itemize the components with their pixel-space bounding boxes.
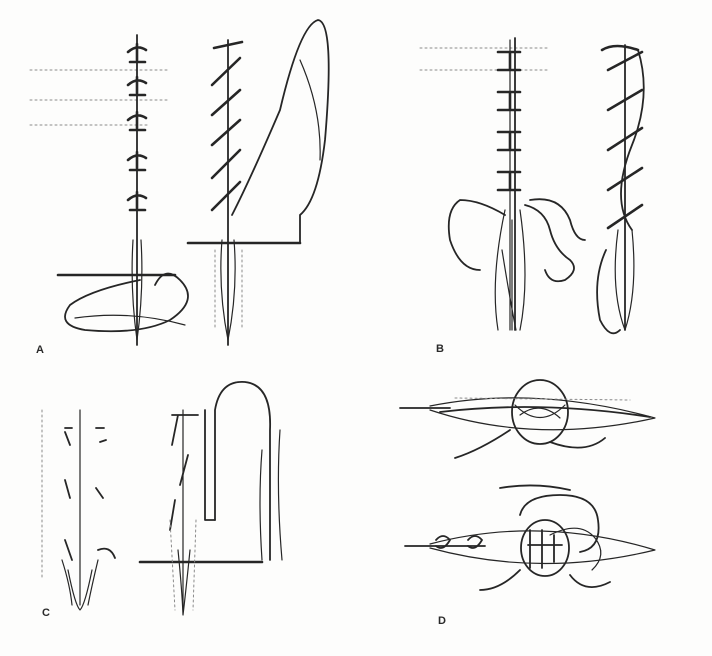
panel-d-illustration (370, 370, 712, 656)
panel-a-thread-loop (65, 274, 188, 332)
panel-a-long-loop (232, 20, 329, 243)
panel-b: B (370, 0, 712, 370)
running-stitch (212, 150, 240, 178)
panel-b-illustration (370, 0, 712, 370)
panel-c: C (0, 370, 340, 656)
suture-stitch (128, 112, 146, 130)
panel-a-background-marks (30, 70, 170, 125)
panel-c-buried-stitch (170, 415, 198, 530)
panel-a: A (0, 0, 340, 370)
panel-d: D (370, 370, 712, 656)
panel-b-thread-strand (530, 199, 585, 240)
running-stitch (212, 58, 240, 85)
suture-stitch (128, 77, 146, 95)
mattress-stitch (498, 52, 520, 70)
panel-d-upper-suture-loop (512, 380, 568, 444)
suture-stitch (128, 192, 146, 210)
panel-c-suture-track (205, 410, 215, 520)
subcuticular-stitch-right (96, 428, 115, 558)
running-stitch (212, 90, 240, 115)
panel-d-lower-inner-loop (521, 520, 569, 576)
panel-d-lower-thread-tails (480, 570, 610, 590)
panel-d-upper-thread-tails (455, 430, 605, 458)
mattress-stitch (498, 172, 520, 190)
panel-a-illustration (0, 0, 340, 370)
panel-label-b: B (436, 343, 444, 355)
panel-d-lower-top-strand (500, 485, 570, 490)
panel-a-loop-inner (300, 60, 320, 160)
panel-c-loop-strands (260, 430, 282, 560)
panel-c-illustration (0, 370, 340, 656)
suture-stitch (128, 152, 146, 170)
panel-c-long-loop (215, 382, 270, 560)
mattress-stitch (498, 92, 520, 110)
locked-stitch (602, 46, 642, 70)
panel-b-thread-loop-mid (525, 205, 574, 281)
panel-d-lower-cross-stitches (528, 530, 562, 568)
suture-stitch (128, 44, 146, 62)
running-stitch (212, 120, 240, 145)
panel-c-wound-taper-right (178, 550, 190, 615)
panel-label-a: A (36, 344, 44, 356)
panel-b-background-marks (420, 48, 550, 70)
panel-label-c: C (42, 607, 50, 619)
mattress-stitch (498, 132, 520, 150)
subcuticular-stitch-left (65, 428, 72, 560)
panel-label-d: D (438, 615, 446, 627)
